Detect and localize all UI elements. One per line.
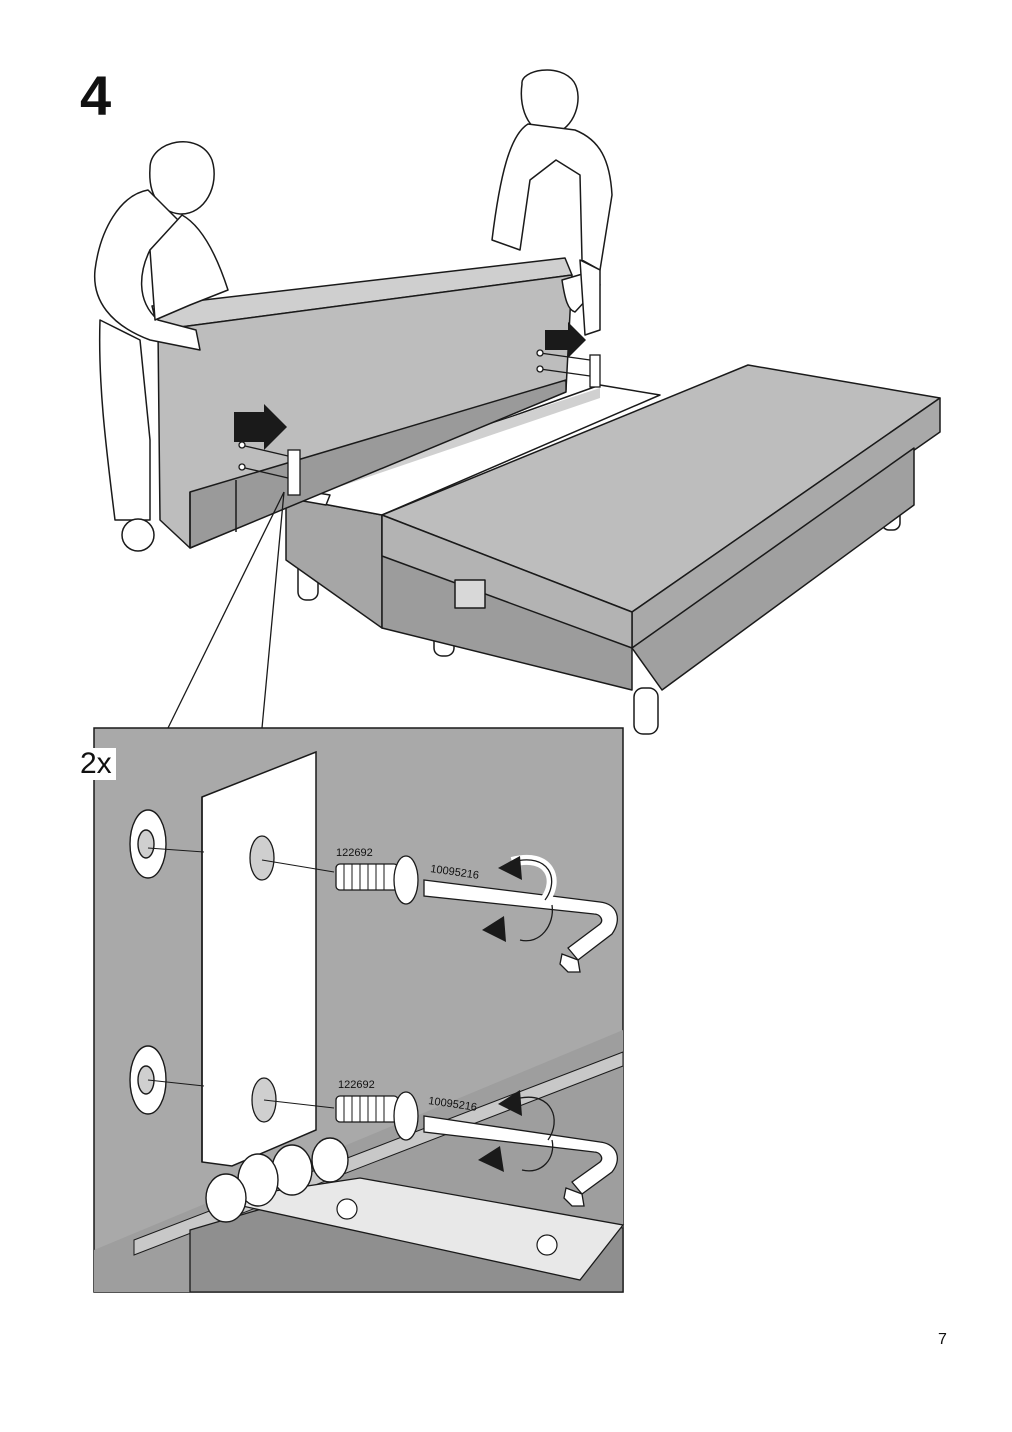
allen-key (423, 855, 618, 973)
backrest-bracket (238, 349, 601, 496)
push-arrow (234, 322, 586, 450)
screw-part-number: 122692 (338, 1079, 375, 1091)
quantity-label: 2x (76, 748, 116, 780)
person-right (491, 69, 613, 336)
screw (335, 1091, 419, 1141)
allen-key (423, 1096, 618, 1207)
detail-panel: 122692 10095216 122692 10095216 (93, 727, 625, 1293)
person-left (93, 141, 229, 552)
sofa-base (285, 364, 941, 735)
backrest (151, 257, 573, 549)
step-number: 4 (80, 64, 112, 127)
screw-part-number: 122692 (336, 847, 373, 859)
screw (335, 855, 419, 905)
rotate-arrow (478, 856, 522, 1172)
callout-lines (167, 491, 285, 729)
page-number: 7 (938, 1331, 947, 1348)
